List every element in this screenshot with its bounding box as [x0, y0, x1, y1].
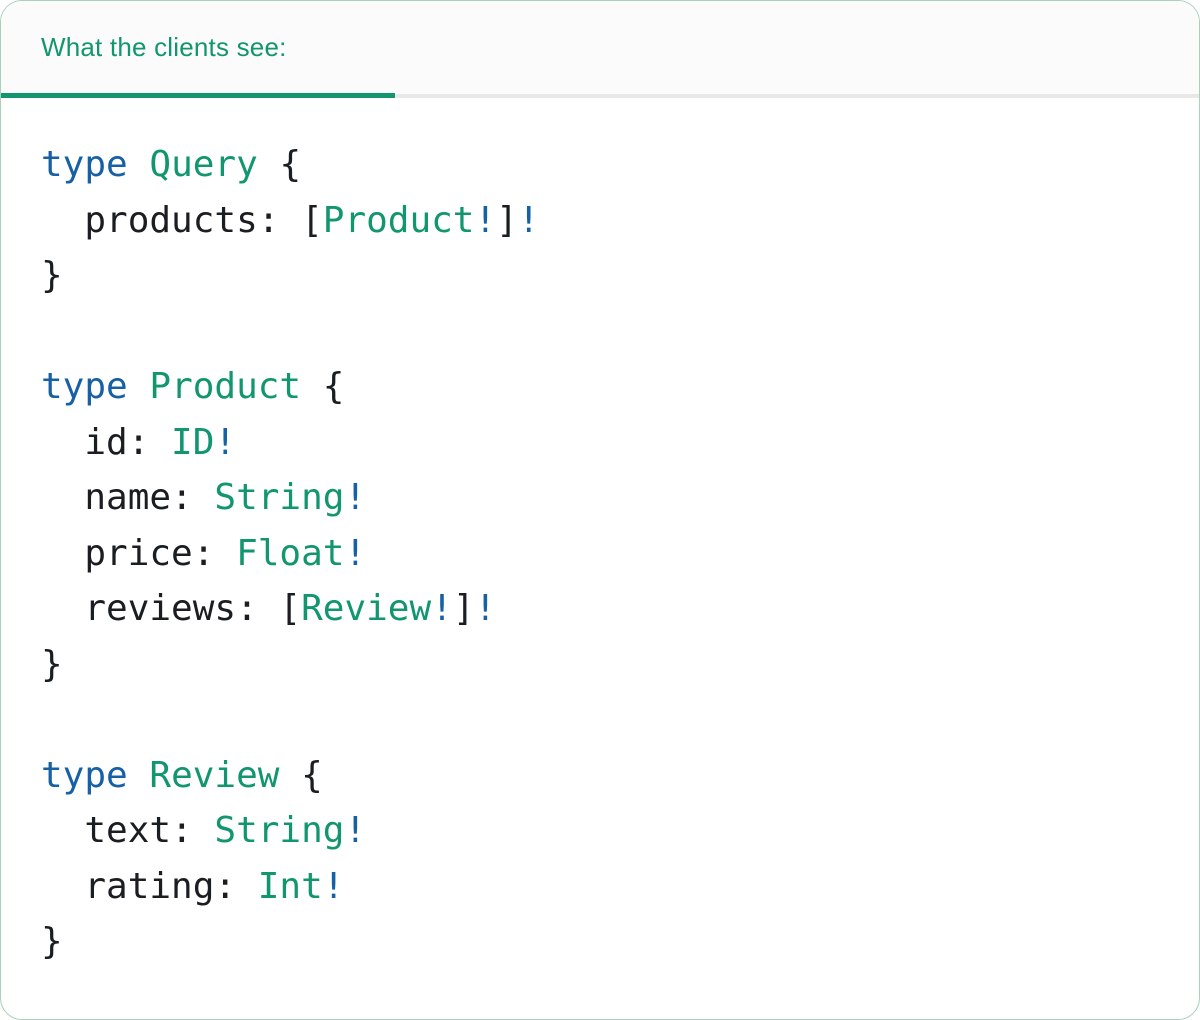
code-token-typename: String — [214, 477, 345, 518]
code-token-bang: ! — [344, 532, 367, 574]
code-token-typename: ID — [171, 421, 215, 463]
code-token-typename: Query — [149, 144, 258, 185]
code-token-plain: ] — [452, 588, 475, 629]
code-line: type Review { — [41, 748, 1159, 804]
code-token-plain: rating: — [41, 865, 258, 907]
code-line: reviews: [Review!]! — [41, 581, 1159, 637]
code-token-plain: { — [257, 144, 302, 185]
code-line: name: String! — [41, 470, 1159, 526]
code-token-plain: } — [41, 255, 63, 296]
code-token-bang: ! — [474, 199, 497, 241]
code-token-bang: ! — [322, 865, 345, 907]
code-token-keyword: type — [41, 144, 128, 185]
code-line: products: [Product!]! — [41, 193, 1159, 249]
code-token-plain — [128, 144, 150, 185]
code-line: } — [41, 914, 1159, 970]
tab-what-clients-see[interactable]: What the clients see: — [1, 1, 287, 94]
code-token-plain: name: — [41, 477, 215, 518]
code-token-bang: ! — [344, 810, 367, 851]
code-token-plain: ] — [496, 199, 518, 241]
code-token-bang: ! — [474, 588, 497, 629]
code-token-typename: Review — [149, 754, 280, 796]
tab-bar: What the clients see: — [1, 1, 1199, 98]
code-token-keyword: type — [41, 366, 128, 407]
code-line: type Query { — [41, 137, 1159, 193]
code-line: rating: Int! — [41, 859, 1159, 915]
code-line: } — [41, 248, 1159, 304]
code-line: type Product { — [41, 359, 1159, 415]
code-token-plain: { — [301, 366, 345, 407]
code-token-plain: { — [279, 754, 323, 796]
code-token-bang: ! — [214, 421, 237, 463]
code-token-plain: reviews: [ — [41, 588, 302, 629]
code-token-plain — [128, 755, 150, 796]
code-token-bang: ! — [431, 588, 453, 629]
code-token-plain: text: — [41, 810, 215, 851]
code-token-typename: Product — [322, 199, 475, 241]
code-token-plain: price: — [41, 532, 237, 574]
active-tab-indicator — [1, 93, 395, 98]
code-token-bang: ! — [517, 199, 540, 241]
code-token-plain: products: [ — [41, 199, 323, 241]
code-area: type Query { products: [Product!]!} type… — [1, 98, 1199, 1010]
code-token-typename: Float — [236, 532, 345, 574]
code-line: text: String! — [41, 803, 1159, 859]
code-token-typename: Int — [257, 865, 323, 907]
code-token-plain — [128, 366, 150, 407]
code-line: price: Float! — [41, 526, 1159, 582]
code-line: id: ID! — [41, 415, 1159, 471]
code-token-typename: String — [214, 810, 345, 851]
code-block: type Query { products: [Product!]!} type… — [41, 137, 1159, 970]
code-token-plain: id: — [41, 421, 172, 463]
code-line: } — [41, 637, 1159, 693]
code-token-plain: } — [41, 643, 63, 685]
code-token-keyword: type — [41, 754, 128, 796]
code-line — [41, 304, 1159, 360]
tab-label: What the clients see: — [41, 32, 287, 62]
code-token-typename: Review — [301, 588, 432, 629]
code-token-plain: } — [41, 921, 63, 962]
code-token-typename: Product — [149, 366, 302, 407]
code-line — [41, 692, 1159, 748]
code-token-bang: ! — [344, 477, 367, 518]
